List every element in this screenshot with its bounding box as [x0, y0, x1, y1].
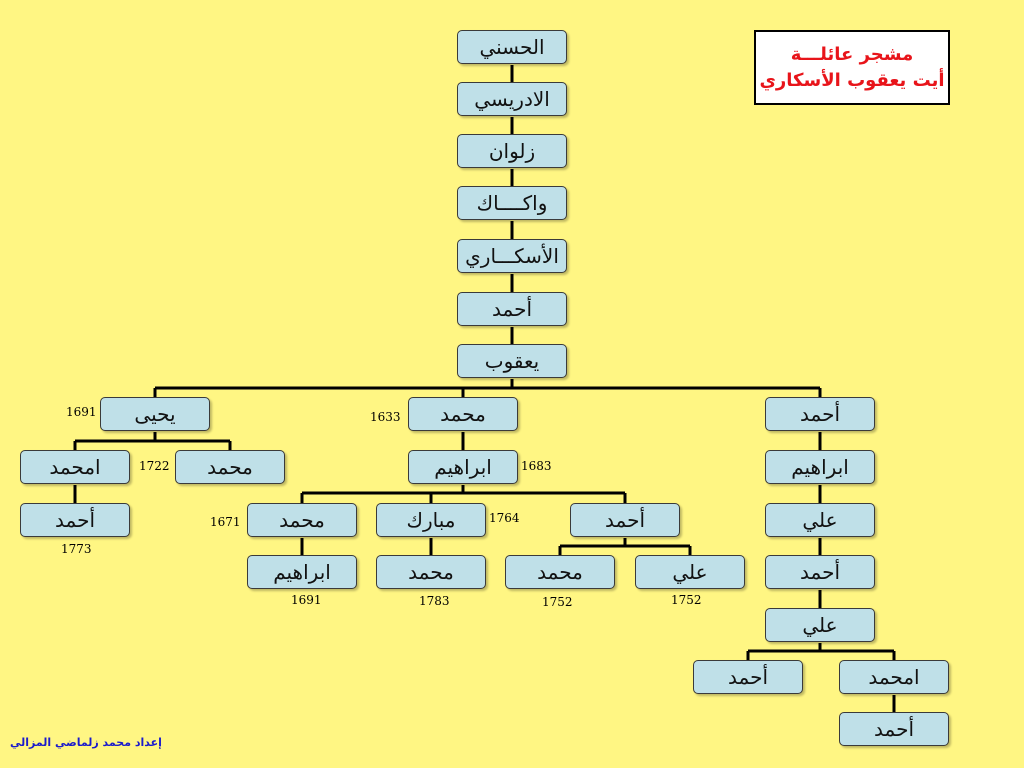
node-muhammad-gen4: محمد [376, 555, 486, 589]
node-ali-right-1: علي [765, 503, 875, 537]
node-yaqub: يعقوب [457, 344, 567, 378]
node-hassani: الحسني [457, 30, 567, 64]
node-zalwan: زلوان [457, 134, 567, 168]
year-ibrahim-mid: 1683 [521, 459, 552, 473]
node-muhammad-left: محمد [175, 450, 285, 484]
node-muhammad-gen4b: محمد [505, 555, 615, 589]
node-ahmed-right-2: أحمد [765, 555, 875, 589]
chart-title-box: مشجر عائلـــة أيت يعقوب الأسكاري [754, 30, 950, 105]
node-askari: الأسكـــاري [457, 239, 567, 273]
node-amhammed-gen5: امحمد [839, 660, 949, 694]
year-mubarak: 1764 [489, 511, 520, 525]
node-wakkak: واكــــاك [457, 186, 567, 220]
node-ahmed-gen5: أحمد [693, 660, 803, 694]
chart-title-line2: أيت يعقوب الأسكاري [759, 69, 945, 91]
node-amhammed-left: امحمد [20, 450, 130, 484]
year-ali-gen4: 1752 [671, 593, 702, 607]
year-ibrahim-gen4: 1691 [291, 593, 322, 607]
node-ibrahim-mid: ابراهيم [408, 450, 518, 484]
credit-text: إعداد محمد زلماضي المزالي [10, 736, 162, 749]
node-mubarak: مبارك [376, 503, 486, 537]
year-muhammad-gen4: 1783 [419, 594, 450, 608]
year-muhammad-gen3: 1671 [210, 515, 241, 529]
year-ahmed-left-child: 1773 [61, 542, 92, 556]
year-muhammad-gen4b: 1752 [542, 595, 573, 609]
chart-title-line1: مشجر عائلـــة [790, 43, 914, 65]
year-yahya: 1691 [66, 405, 97, 419]
node-yahya: يحيى [100, 397, 210, 431]
node-ahmed-right: أحمد [765, 397, 875, 431]
node-ahmed-gen3: أحمد [570, 503, 680, 537]
node-ibrahim-gen4: ابراهيم [247, 555, 357, 589]
node-idrissi: الادريسي [457, 82, 567, 116]
node-ali-gen4: علي [635, 555, 745, 589]
node-ahmed-left-child: أحمد [20, 503, 130, 537]
node-ibrahim-right: ابراهيم [765, 450, 875, 484]
year-muhammad-mid: 1633 [370, 410, 401, 424]
node-ahmed-gen6: أحمد [839, 712, 949, 746]
node-ali-right-2: علي [765, 608, 875, 642]
node-muhammad-mid: محمد [408, 397, 518, 431]
node-muhammad-gen3: محمد [247, 503, 357, 537]
node-ahmed-root: أحمد [457, 292, 567, 326]
year-muhammad-left: 1722 [139, 459, 170, 473]
